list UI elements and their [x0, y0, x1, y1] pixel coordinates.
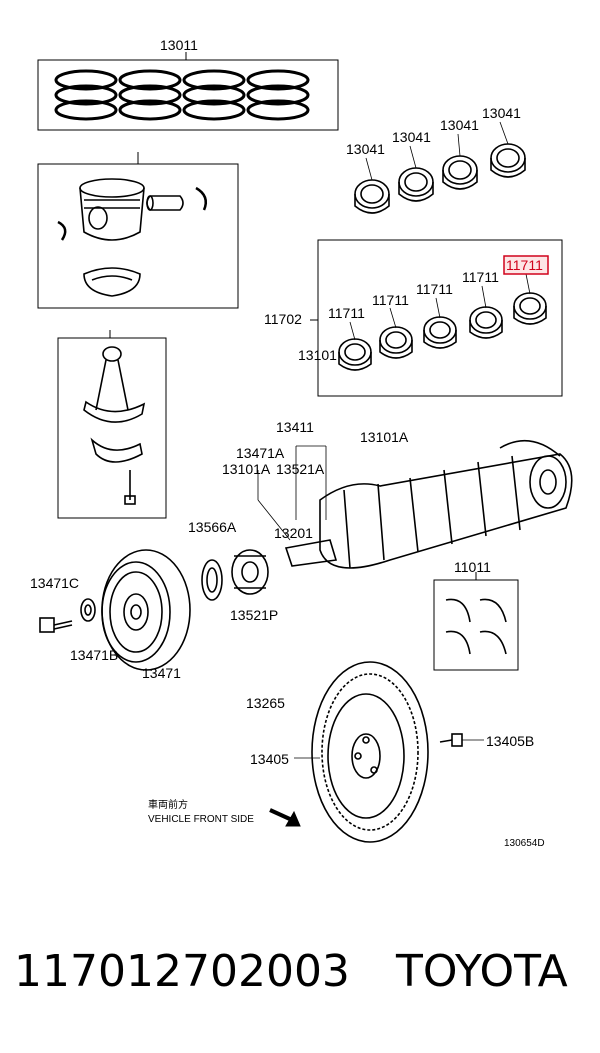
label-13101: 13101 [298, 347, 337, 363]
label-13471b: 13471B [70, 647, 118, 663]
piston-rings-icon [54, 69, 310, 121]
highlight-box [503, 255, 549, 275]
label-13521a: 13521A [276, 461, 325, 477]
label-11702: 11702 [264, 311, 302, 327]
thrust-washer-icon [445, 598, 507, 655]
label-13101a-left: 13101A [222, 461, 271, 477]
label-13041-3: 13041 [440, 117, 479, 133]
diagram-id: 130654D [504, 838, 545, 849]
piston-ring-set-box [37, 59, 339, 131]
flywheel-icon [311, 661, 429, 843]
label-11711-highlight: 11711 [506, 257, 543, 273]
crankshaft-icon [284, 439, 573, 569]
connecting-rod-box [57, 337, 167, 519]
label-13471a: 13471A [236, 445, 285, 461]
label-11711-3: 11711 [416, 281, 453, 297]
label-11711-1: 11711 [328, 305, 365, 321]
vehicle-front-jp: 車両前方 [148, 798, 188, 811]
label-13471: 13471 [142, 665, 181, 681]
parts-diagram: 13011 13041 13041 13041 13041 11702 1171… [30, 37, 573, 849]
label-13041-4: 13041 [482, 105, 521, 121]
label-13566a: 13566A [188, 519, 237, 535]
label-13201: 13201 [274, 525, 313, 541]
caption: 117012702003 TOYOTA [14, 946, 594, 997]
key-icon [201, 559, 223, 601]
label-13011: 13011 [160, 37, 198, 53]
label-13521p: 13521P [230, 607, 278, 623]
label-11711-4: 11711 [462, 269, 499, 285]
label-13041-2: 13041 [392, 129, 431, 145]
label-13471c: 13471C [30, 575, 79, 591]
piston-box [37, 163, 239, 309]
label-13405b: 13405B [486, 733, 534, 749]
flywheel-bolt-icon [439, 733, 463, 747]
piston-icon [57, 178, 207, 297]
thrust-washer-box [433, 579, 519, 671]
part-number: 117012702003 [14, 946, 350, 997]
vehicle-front-en: VEHICLE FRONT SIDE [148, 814, 254, 825]
pulley-icon [101, 549, 191, 671]
washer-icon [80, 598, 96, 622]
label-13405: 13405 [250, 751, 289, 767]
connecting-rod-icon [83, 346, 146, 505]
sprocket-icon [231, 549, 269, 595]
bolt-icon [39, 617, 73, 633]
label-13041-1: 13041 [346, 141, 385, 157]
brand: TOYOTA [395, 946, 568, 997]
main-bearing-lower-icons [338, 292, 547, 371]
label-13265: 13265 [246, 695, 285, 711]
bearing-set-box [317, 239, 563, 397]
label-13101a-right: 13101A [360, 429, 409, 445]
arrow-icon [269, 808, 301, 827]
label-11011: 11011 [454, 559, 491, 575]
label-11711-2: 11711 [372, 292, 409, 308]
label-13411: 13411 [276, 419, 314, 435]
